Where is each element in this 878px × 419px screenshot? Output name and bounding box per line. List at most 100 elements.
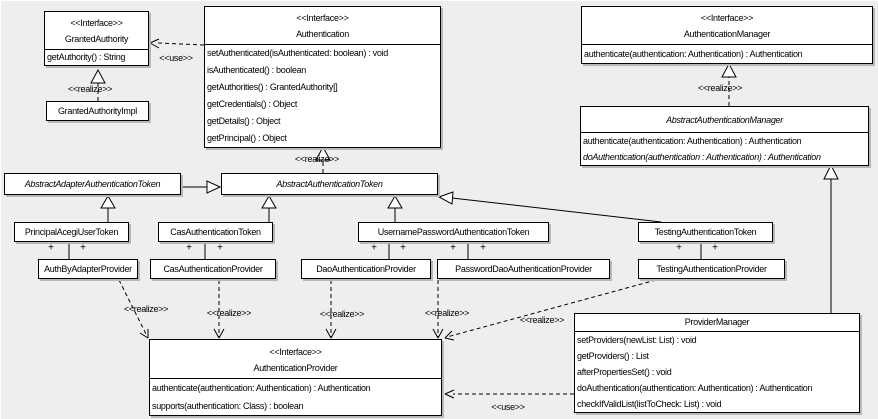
stereotype-label: <<Interface>> <box>269 347 322 357</box>
class-authentication-provider[interactable]: <<Interface>> AuthenticationProvider aut… <box>149 339 442 416</box>
open-arrow-icon <box>444 389 455 399</box>
realize-passworddaoprovider-to-authenticationprovider[interactable] <box>432 280 444 339</box>
association-end-marker: + <box>48 242 54 254</box>
class-name: ProviderManager <box>684 317 750 327</box>
association-end-marker: + <box>217 242 223 254</box>
method-compartment: setProviders(newList: List) : void getPr… <box>575 331 859 412</box>
class-provider-manager[interactable]: ProviderManager setProviders(newList: Li… <box>574 313 860 413</box>
class-name: Authentication <box>296 29 349 39</box>
class-header: <<Interface>> AuthenticationProvider <box>150 340 441 378</box>
class-name: GrantedAuthorityImpl <box>57 106 138 116</box>
generalization-abstractadapter-to-abstracttoken[interactable] <box>181 180 222 194</box>
class-username-password-authentication-token[interactable]: UsernamePasswordAuthenticationToken <box>358 222 549 242</box>
class-abstract-adapter-authentication-token[interactable]: AbstractAdapterAuthenticationToken <box>4 173 181 195</box>
method-label: getAuthority() : String <box>47 52 126 62</box>
triangle-arrow-icon <box>206 180 222 194</box>
class-password-dao-authentication-provider[interactable]: PasswordDaoAuthenticationProvider <box>437 259 610 279</box>
class-dao-authentication-provider[interactable]: DaoAuthenticationProvider <box>301 259 431 279</box>
class-auth-by-adapter-provider[interactable]: AuthByAdapterProvider <box>38 259 138 279</box>
class-name: DaoAuthenticationProvider <box>316 264 416 274</box>
class-header: <<Interface>> AuthenticationManager <box>582 7 872 44</box>
method-label: doAuthentication(authentication : Authen… <box>583 152 821 162</box>
method-compartment: setAuthenticated(isAuthenticated: boolea… <box>205 44 440 147</box>
generalization-usernamepasswordtoken-to-abstracttoken[interactable] <box>387 195 403 222</box>
association-end-marker: + <box>676 242 682 254</box>
open-arrow-icon <box>432 328 444 339</box>
class-name: AbstractAdapterAuthenticationToken <box>24 179 161 189</box>
method-label: setAuthenticated(isAuthenticated: boolea… <box>207 48 388 58</box>
generalization-testingtoken-to-abstracttoken[interactable] <box>437 191 662 223</box>
class-testing-authentication-token[interactable]: TestingAuthenticationToken <box>638 222 773 242</box>
class-abstract-authentication-manager[interactable]: AbstractAuthenticationManager authentica… <box>580 106 869 166</box>
realize-stereotype-label: <<realize>> <box>424 308 470 318</box>
open-arrow-icon <box>213 328 225 339</box>
method-compartment: authenticate(authentication: Authenticat… <box>582 44 872 63</box>
generalization-castoken-to-abstracttoken[interactable] <box>261 195 277 222</box>
method-label: afterPropertiesSet() : void <box>577 367 672 377</box>
method-label: isAuthenticated() : boolean <box>207 65 306 75</box>
realize-abstracttoken-to-authentication[interactable] <box>315 145 331 173</box>
class-cas-authentication-token[interactable]: CasAuthenticationToken <box>158 222 273 242</box>
class-name: PasswordDaoAuthenticationProvider <box>455 264 592 274</box>
generalization-providermanager-to-abstractauthmanager[interactable] <box>823 163 839 313</box>
association-end-marker: + <box>400 242 406 254</box>
realize-stereotype-label: <<realize>> <box>123 304 169 314</box>
realize-grantedauthorityimpl-to-grantedauthority[interactable] <box>90 68 106 101</box>
triangle-arrow-icon <box>721 62 737 78</box>
method-label: authenticate(authentication: Authenticat… <box>583 136 802 146</box>
use-providermanager-to-authenticationprovider[interactable] <box>444 389 574 399</box>
realize-casprovider-to-authenticationprovider[interactable] <box>213 280 225 339</box>
open-arrow-icon <box>444 330 455 341</box>
realize-stereotype-label: <<realize>> <box>319 309 365 319</box>
class-principal-acegi-user-token[interactable]: PrincipalAcegiUserToken <box>14 222 129 242</box>
method-label: setProviders(newList: List) : void <box>577 335 697 345</box>
stereotype-label: <<Interface>> <box>296 13 349 23</box>
realize-authbyadapterprovider-to-authenticationprovider[interactable] <box>118 279 149 339</box>
realize-stereotype-label: <<realize>> <box>697 83 743 93</box>
class-cas-authentication-provider[interactable]: CasAuthenticationProvider <box>150 259 276 279</box>
method-label: authenticate(authentication: Authenticat… <box>152 383 371 393</box>
class-name: CasAuthenticationToken <box>170 227 261 237</box>
class-authentication-manager[interactable]: <<Interface>> AuthenticationManager auth… <box>581 6 873 64</box>
method-compartment: getAuthority() : String <box>45 49 148 65</box>
use-authentication-to-grantedauthority[interactable] <box>149 38 205 49</box>
class-name: AbstractAuthenticationManager <box>666 115 783 125</box>
class-name: AbstractAuthenticationToken <box>276 179 383 189</box>
association-end-marker: + <box>186 242 192 254</box>
realize-abstractauthmanager-to-authenticationmanager[interactable] <box>721 62 737 106</box>
class-granted-authority-impl[interactable]: GrantedAuthorityImpl <box>46 101 149 121</box>
method-label: getDetails() : Object <box>207 116 281 126</box>
class-name: UsernamePasswordAuthenticationToken <box>377 227 530 237</box>
class-authentication[interactable]: <<Interface>> Authentication setAuthenti… <box>204 6 441 148</box>
class-name: TestingAuthenticationProvider <box>656 264 767 274</box>
method-label: getProviders() : List <box>577 351 649 361</box>
triangle-arrow-icon <box>100 195 116 209</box>
triangle-arrow-icon <box>437 191 454 205</box>
association-end-marker: + <box>450 242 456 254</box>
triangle-arrow-icon <box>823 163 839 180</box>
triangle-arrow-icon <box>90 68 106 84</box>
realize-testingprovider-to-authenticationprovider[interactable] <box>444 279 657 341</box>
method-compartment: authenticate(authentication: Authenticat… <box>150 378 441 415</box>
class-name: AuthenticationProvider <box>253 363 338 373</box>
realize-daoprovider-to-authenticationprovider[interactable] <box>325 280 337 339</box>
use-stereotype-label: <<use>> <box>159 53 193 63</box>
class-abstract-authentication-token[interactable]: AbstractAuthenticationToken <box>221 173 438 195</box>
method-label: getPrincipal() : Object <box>207 133 287 143</box>
class-name: CasAuthenticationProvider <box>163 264 263 274</box>
method-label: checkIfValidList(listToCheck: List) : vo… <box>577 399 722 409</box>
triangle-arrow-icon <box>387 195 403 209</box>
class-name: AuthenticationManager <box>683 29 771 39</box>
method-compartment: authenticate(authentication: Authenticat… <box>581 132 868 165</box>
generalization-principalacegitoken-to-abstractadapter[interactable] <box>100 195 116 222</box>
class-granted-authority[interactable]: <<Interface>> GrantedAuthority getAuthor… <box>44 11 149 66</box>
class-testing-authentication-provider[interactable]: TestingAuthenticationProvider <box>638 259 785 279</box>
realize-stereotype-label: <<realize>> <box>206 308 252 318</box>
class-header: <<Interface>> GrantedAuthority <box>45 12 148 49</box>
method-label: getAuthorities() : GrantedAuthority[] <box>207 82 338 92</box>
association-end-marker: + <box>712 242 718 254</box>
stereotype-label: <<Interface>> <box>70 18 123 28</box>
association-end-marker: + <box>371 242 377 254</box>
